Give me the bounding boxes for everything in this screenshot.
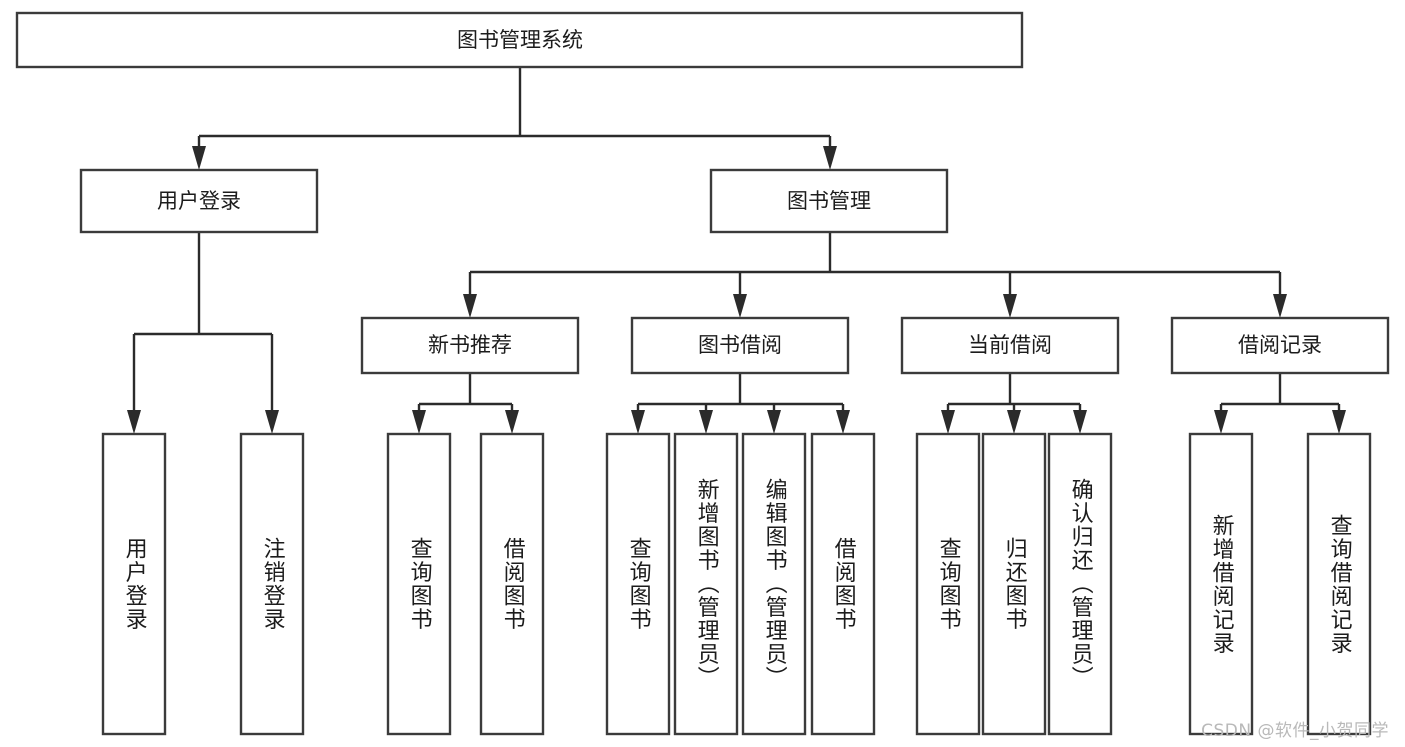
arrow-head-new-book-leaf-1 bbox=[412, 410, 426, 434]
node-box-new-book-recommend[interactable] bbox=[360, 316, 580, 375]
node-box-root[interactable] bbox=[15, 11, 1024, 69]
node-label-current-borrow: 当前借阅 bbox=[968, 333, 1052, 357]
arrow-head-new-book bbox=[463, 294, 477, 318]
arrow-head-current-borrow-leaf-3 bbox=[1073, 410, 1087, 434]
arrow-head-user-login bbox=[192, 146, 206, 170]
arrow-head-book-borrow-leaf-3 bbox=[767, 410, 781, 434]
arrow-head-current-borrow bbox=[1003, 294, 1017, 318]
arrow-head-user-login-leaf-1 bbox=[127, 410, 141, 434]
node-box-leaf-book-borrow-1[interactable] bbox=[605, 432, 671, 736]
arrow-head-book-mgmt bbox=[823, 146, 837, 170]
node-box-leaf-user-login-1[interactable] bbox=[101, 432, 167, 736]
node-box-leaf-book-borrow-2[interactable] bbox=[673, 432, 739, 736]
node-box-current-borrow[interactable] bbox=[900, 316, 1120, 375]
connector-group-current-borrow bbox=[941, 373, 1087, 434]
arrow-head-book-borrow-leaf-1 bbox=[631, 410, 645, 434]
arrow-head-user-login-leaf-2 bbox=[265, 410, 279, 434]
node-label-new-book-recommend: 新书推荐 bbox=[428, 333, 512, 357]
arrow-head-borrow-record-leaf-1 bbox=[1214, 410, 1228, 434]
node-box-leaf-current-borrow-1[interactable] bbox=[915, 432, 981, 736]
connector-group-borrow-record bbox=[1214, 373, 1346, 434]
arrow-head-new-book-leaf-2 bbox=[505, 410, 519, 434]
arrow-head-borrow-record bbox=[1273, 294, 1287, 318]
node-label-root: 图书管理系统 bbox=[457, 28, 583, 52]
node-box-leaf-book-borrow-4[interactable] bbox=[810, 432, 876, 736]
csdn-watermark: CSDN @软件_小贺同学 bbox=[1201, 721, 1389, 741]
arrow-head-current-borrow-leaf-2 bbox=[1007, 410, 1021, 434]
connector-group-new-book bbox=[412, 373, 519, 434]
node-box-leaf-new-book-2[interactable] bbox=[479, 432, 545, 736]
node-label-book-management: 图书管理 bbox=[787, 189, 871, 213]
arrow-head-book-borrow-leaf-4 bbox=[836, 410, 850, 434]
connector-group-root bbox=[192, 67, 837, 170]
node-label-borrow-record: 借阅记录 bbox=[1238, 333, 1322, 357]
node-box-borrow-record[interactable] bbox=[1170, 316, 1390, 375]
arrow-head-borrow-record-leaf-2 bbox=[1332, 410, 1346, 434]
node-box-leaf-borrow-record-2[interactable] bbox=[1306, 432, 1372, 736]
connector-group-book-borrow bbox=[631, 373, 850, 434]
node-box-leaf-user-login-2[interactable] bbox=[239, 432, 305, 736]
node-box-book-borrow[interactable] bbox=[630, 316, 850, 375]
node-box-leaf-current-borrow-3[interactable] bbox=[1047, 432, 1113, 736]
node-box-leaf-book-borrow-3[interactable] bbox=[741, 432, 807, 736]
node-box-user-login[interactable] bbox=[79, 168, 319, 234]
node-label-book-borrow: 图书借阅 bbox=[698, 333, 782, 357]
node-label-user-login: 用户登录 bbox=[157, 189, 241, 213]
arrow-head-current-borrow-leaf-1 bbox=[941, 410, 955, 434]
node-box-leaf-borrow-record-1[interactable] bbox=[1188, 432, 1254, 736]
node-box-book-management[interactable] bbox=[709, 168, 949, 234]
connector-group-book-mgmt bbox=[463, 232, 1287, 318]
arrow-head-book-borrow-leaf-2 bbox=[699, 410, 713, 434]
node-box-leaf-new-book-1[interactable] bbox=[386, 432, 452, 736]
node-box-leaf-current-borrow-2[interactable] bbox=[981, 432, 1047, 736]
arrow-head-book-borrow bbox=[733, 294, 747, 318]
connector-group-user-login bbox=[127, 232, 279, 434]
